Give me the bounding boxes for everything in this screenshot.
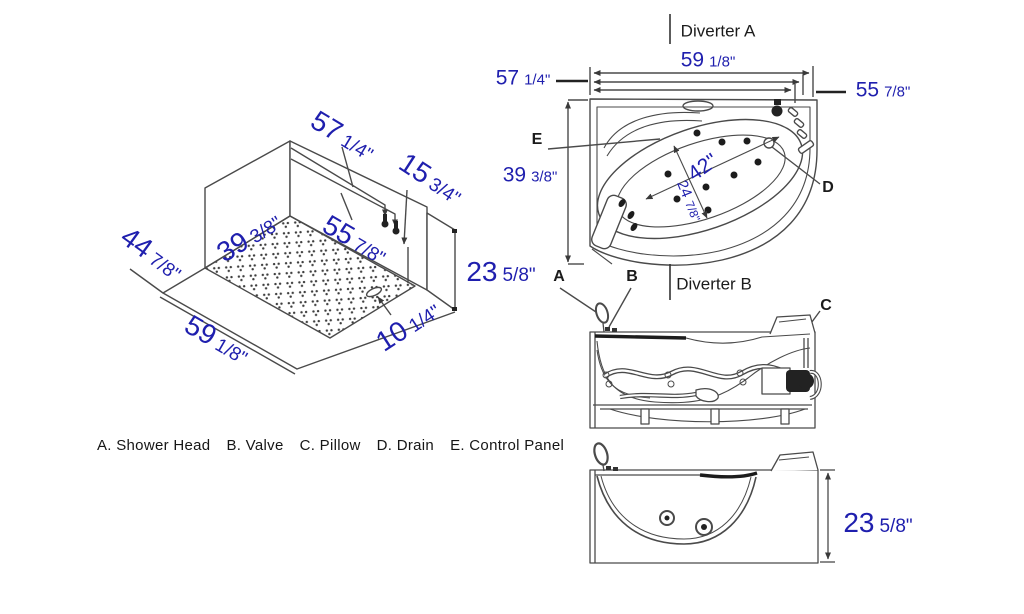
legend-item-valve: B. Valve xyxy=(226,437,284,454)
dim-number: 59 xyxy=(680,48,705,72)
dim-number: 39 xyxy=(502,163,527,187)
dim-fraction: 3/8" xyxy=(531,168,558,186)
top-view-line-art xyxy=(547,14,846,331)
callout-d-drain: D xyxy=(822,179,834,196)
dim-fraction: 1/4" xyxy=(524,71,551,89)
dim-number: 55 xyxy=(855,78,880,102)
callout-a-shower-head: A xyxy=(553,268,565,285)
parts-legend: A. Shower Head B. Valve C. Pillow D. Dra… xyxy=(97,437,564,454)
legend-item-shower-head: A. Shower Head xyxy=(97,437,211,454)
diverter-b-label: Diverter B xyxy=(676,274,752,294)
legend-item-control-panel: E. Control Panel xyxy=(450,437,565,454)
wall-fixtures xyxy=(381,214,400,235)
diverter-a-label: Diverter A xyxy=(680,21,756,41)
side-view-line-art xyxy=(589,302,822,429)
callout-e-control-panel: E xyxy=(531,131,543,148)
dim-number: 57 xyxy=(495,66,520,90)
dim-number: 23 xyxy=(843,507,875,538)
dim-fraction: 1/8" xyxy=(709,53,736,71)
front-view-line-art xyxy=(589,442,835,564)
callout-b-valve: B xyxy=(626,268,638,285)
dim-fraction: 7/8" xyxy=(884,83,911,101)
dim-fraction: 5/8" xyxy=(502,265,536,286)
legend-item-pillow: C. Pillow xyxy=(299,437,361,454)
dim-fraction: 5/8" xyxy=(879,516,913,537)
dim-number: 23 xyxy=(466,256,498,287)
callout-c-pillow: C xyxy=(820,297,832,314)
legend-item-drain: D. Drain xyxy=(376,437,435,454)
iso-view-line-art xyxy=(129,140,457,375)
